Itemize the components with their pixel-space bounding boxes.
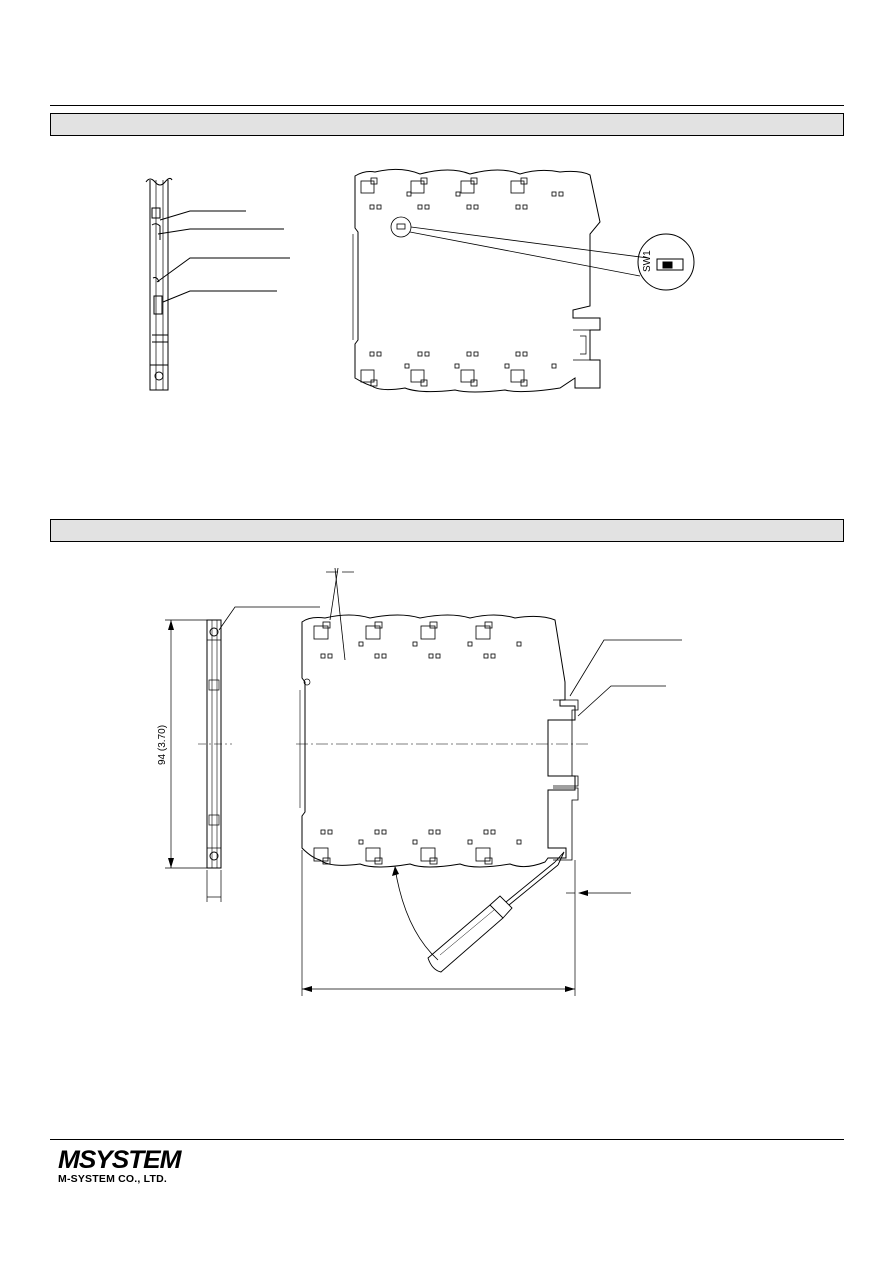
footer-rule <box>50 1139 844 1140</box>
screwdriver-icon <box>427 851 565 973</box>
height-dimension-label: 94 (3.70) <box>157 725 168 765</box>
sw1-label: SW1 <box>642 250 653 272</box>
section-bar-mounting <box>50 519 844 542</box>
figure2-front-view <box>296 567 682 996</box>
section-bar-top <box>50 113 844 136</box>
logo-mark: MSYSTEM <box>58 1146 182 1174</box>
figure1-side-view <box>145 177 290 391</box>
figure2-side-view: 94 (3.70) <box>157 606 320 902</box>
company-name: M-SYSTEM CO., LTD. <box>58 1173 167 1185</box>
header-rule <box>50 105 844 106</box>
company-logo: MSYSTEM M-SYSTEM CO., LTD. <box>58 1148 182 1186</box>
figure1-front-view: SW1 <box>352 168 695 393</box>
